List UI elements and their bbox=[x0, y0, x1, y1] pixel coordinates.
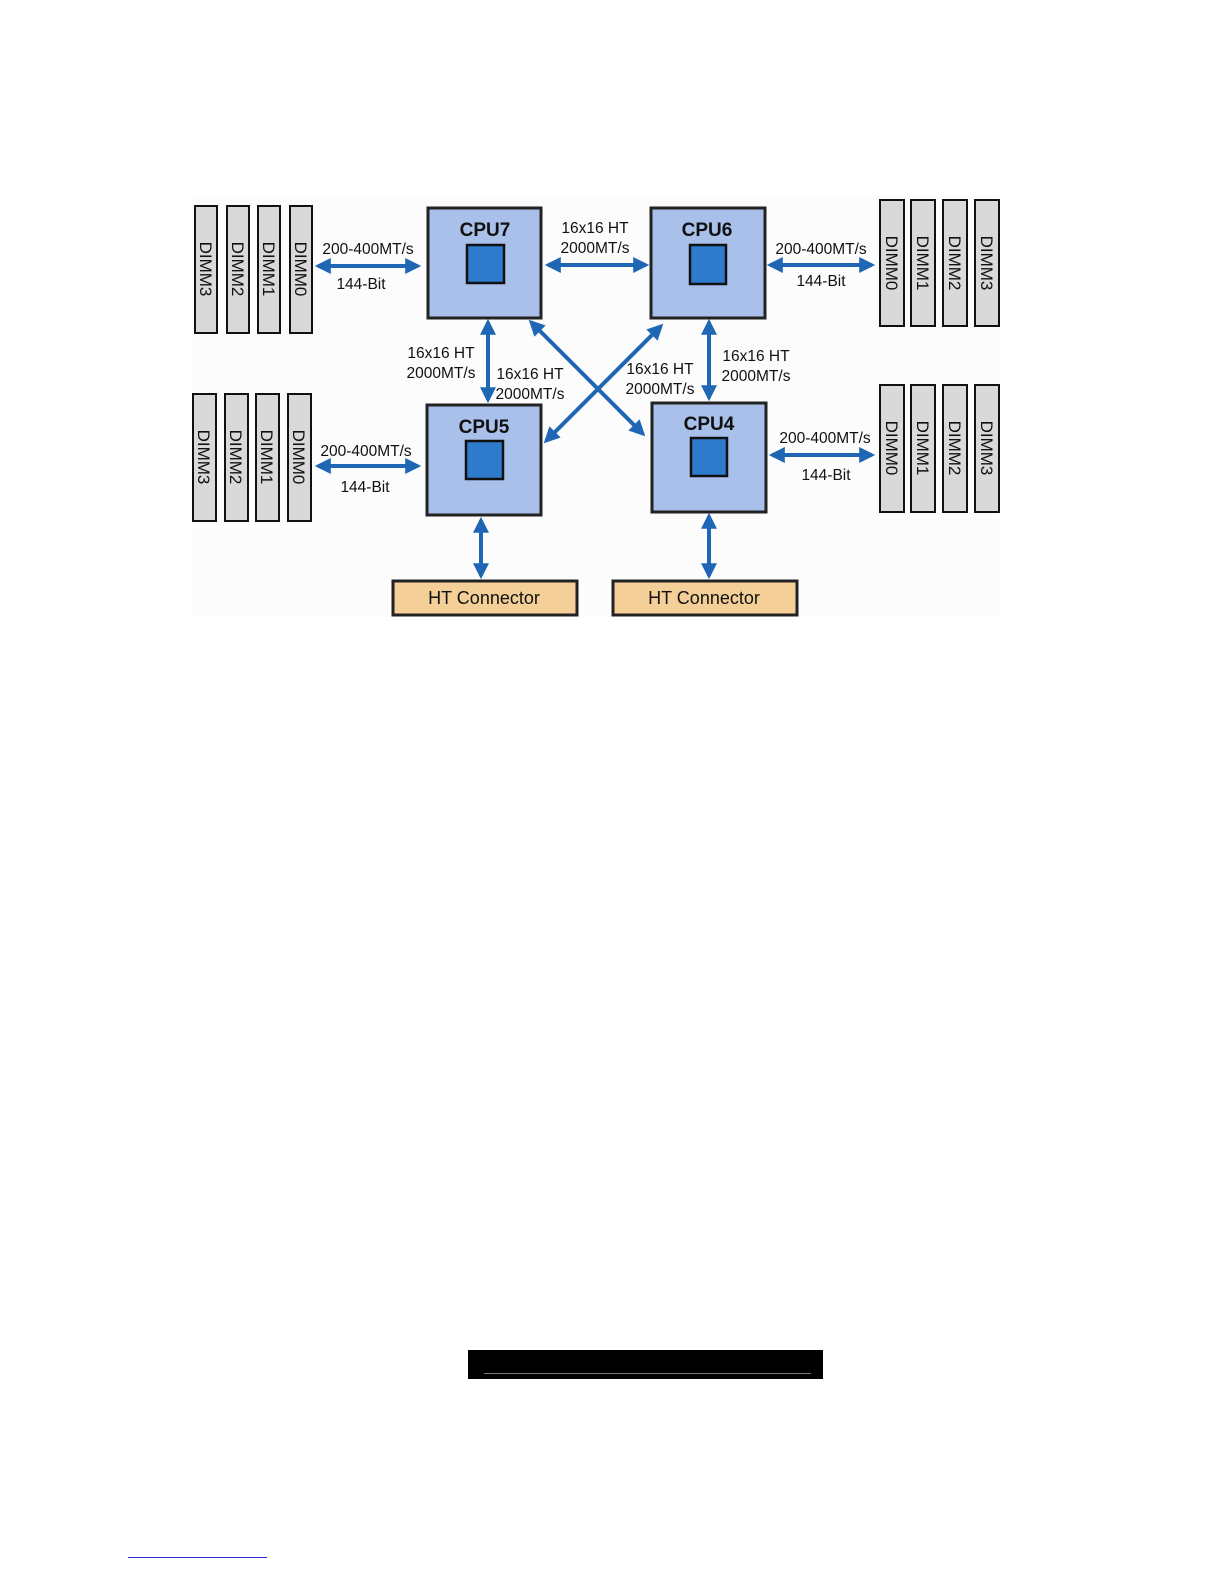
ht-width-label: 16x16 HT bbox=[496, 366, 564, 383]
cpu-die bbox=[688, 243, 728, 286]
dimm-slot-label: DIMM1 bbox=[913, 421, 932, 476]
footnote-separator bbox=[128, 1557, 267, 1558]
memory-width-label: 144-Bit bbox=[336, 276, 386, 293]
ht-speed-label: 2000MT/s bbox=[722, 368, 791, 385]
cpu7-package: CPU7 bbox=[426, 206, 543, 320]
ht-width-label: 16x16 HT bbox=[407, 345, 475, 362]
ht-connector-left: HT Connector bbox=[391, 579, 579, 617]
ht-width-label: 16x16 HT bbox=[626, 361, 694, 378]
memory-width-label: 144-Bit bbox=[796, 273, 846, 290]
dimm-slot-label: DIMM3 bbox=[977, 236, 996, 291]
ht-speed-label: 2000MT/s bbox=[496, 386, 565, 403]
cpu-die bbox=[464, 439, 505, 481]
dimm-slot-label: DIMM1 bbox=[913, 236, 932, 291]
ht-speed-label: 2000MT/s bbox=[626, 381, 695, 398]
dimm-slot: DIMM0 bbox=[287, 393, 312, 522]
redaction-bar bbox=[468, 1350, 823, 1379]
dimm-slot-label: DIMM2 bbox=[226, 430, 245, 485]
memory-speed-label: 200-400MT/s bbox=[779, 430, 871, 447]
ht-link-arrow-cpu6-cpu5 bbox=[543, 323, 664, 444]
dimm-slot-label: DIMM2 bbox=[228, 242, 247, 297]
memory-speed-label: 200-400MT/s bbox=[775, 241, 867, 258]
memory-width-label: 144-Bit bbox=[340, 479, 390, 496]
dimm-slot-label: DIMM3 bbox=[977, 421, 996, 476]
ht-width-label: 16x16 HT bbox=[561, 220, 629, 237]
ht-speed-label: 2000MT/s bbox=[407, 365, 476, 382]
dimm-slot: DIMM3 bbox=[974, 199, 1000, 327]
dimm-slot: DIMM0 bbox=[879, 384, 905, 513]
dimm-slot-label: DIMM3 bbox=[196, 242, 215, 297]
dimm-slot: DIMM2 bbox=[942, 199, 968, 327]
dimm-slot: DIMM1 bbox=[910, 384, 936, 513]
dimm-slot: DIMM2 bbox=[226, 205, 250, 334]
ht-width-label: 16x16 HT bbox=[722, 348, 790, 365]
dimm-bank-cpu7: DIMM3 DIMM2 DIMM1 DIMM0 bbox=[194, 205, 313, 334]
dimm-slot: DIMM3 bbox=[192, 393, 217, 522]
cpu5-package: CPU5 bbox=[425, 403, 543, 517]
dimm-slot: DIMM1 bbox=[257, 205, 281, 334]
dimm-slot-label: DIMM1 bbox=[259, 242, 278, 297]
dimm-slot: DIMM0 bbox=[879, 199, 905, 327]
dimm-slot-label: DIMM2 bbox=[945, 421, 964, 476]
dimm-bank-cpu5: DIMM3 DIMM2 DIMM1 DIMM0 bbox=[192, 393, 312, 522]
dimm-slot: DIMM1 bbox=[910, 199, 936, 327]
dimm-slot-label: DIMM1 bbox=[257, 430, 276, 485]
cpu-label: CPU4 bbox=[684, 414, 735, 435]
cpu-label: CPU6 bbox=[682, 220, 733, 241]
dimm-slot: DIMM3 bbox=[974, 384, 1000, 513]
cpu6-package: CPU6 bbox=[649, 206, 767, 320]
ht-connector-label: HT Connector bbox=[428, 588, 540, 608]
dimm-slot: DIMM2 bbox=[224, 393, 249, 522]
dimm-slot: DIMM3 bbox=[194, 205, 218, 334]
memory-speed-label: 200-400MT/s bbox=[320, 443, 412, 460]
dimm-slot-label: DIMM0 bbox=[882, 421, 901, 476]
cpu4-package: CPU4 bbox=[650, 401, 768, 514]
cpu-label: CPU7 bbox=[460, 220, 511, 241]
dimm-slot-label: DIMM3 bbox=[194, 430, 213, 485]
dimm-slot: DIMM2 bbox=[942, 384, 968, 513]
dimm-slot: DIMM0 bbox=[289, 205, 313, 334]
dimm-slot: DIMM1 bbox=[255, 393, 280, 522]
memory-width-label: 144-Bit bbox=[801, 467, 851, 484]
dimm-slot-label: DIMM0 bbox=[291, 242, 310, 297]
memory-speed-label: 200-400MT/s bbox=[322, 241, 414, 258]
dimm-slot-label: DIMM0 bbox=[289, 430, 308, 485]
footer-rule bbox=[484, 1373, 811, 1374]
ht-connector-right: HT Connector bbox=[611, 579, 799, 617]
ht-connector-label: HT Connector bbox=[648, 588, 760, 608]
dimm-slot-label: DIMM0 bbox=[882, 236, 901, 291]
cpu-die bbox=[465, 243, 506, 285]
cpu-die bbox=[689, 436, 729, 478]
dimm-bank-cpu4: DIMM0 DIMM1 DIMM2 DIMM3 bbox=[879, 384, 1000, 513]
dimm-slot-label: DIMM2 bbox=[945, 236, 964, 291]
cpu-label: CPU5 bbox=[459, 417, 510, 438]
dimm-bank-cpu6: DIMM0 DIMM1 DIMM2 DIMM3 bbox=[879, 199, 1000, 327]
diagram-background bbox=[192, 195, 999, 617]
ht-speed-label: 2000MT/s bbox=[561, 240, 630, 257]
